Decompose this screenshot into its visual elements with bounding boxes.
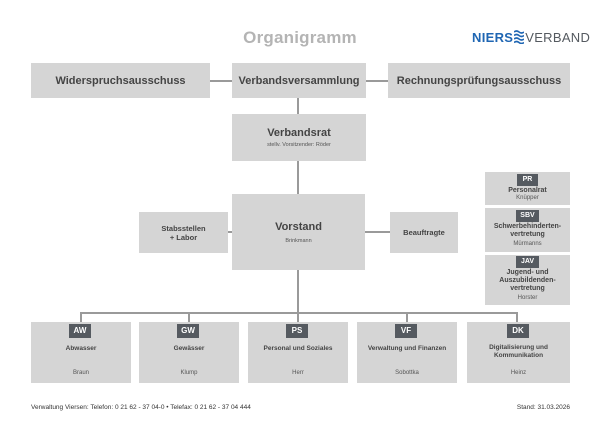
department-head: Heinz	[510, 370, 527, 376]
personalrat-title: Personalrat	[508, 187, 547, 194]
department-gewaesser: GW Gewässer Klump	[139, 322, 239, 383]
department-personal-soziales: PS Personal und Soziales Herr	[248, 322, 348, 383]
department-title: Personal und Soziales	[263, 345, 333, 352]
connector-drop-gw	[188, 312, 190, 322]
logo-text-right: VERBAND	[525, 29, 591, 45]
verbandsrat-title: Verbandsrat	[267, 127, 331, 139]
department-tag: AW	[69, 324, 91, 338]
department-title: Verwaltung und Finanzen	[367, 345, 447, 352]
jav-name: Horster	[517, 295, 538, 301]
vorstand-title: Vorstand	[275, 220, 322, 233]
verbandsversammlung-label: Verbandsversammlung	[238, 74, 360, 87]
department-title: Abwasser	[65, 345, 97, 352]
department-tag: GW	[177, 324, 199, 338]
department-head: Sobottka	[395, 370, 419, 376]
connector-rat-vorstand	[297, 161, 299, 194]
personalrat-box: PR Personalrat Knüpper	[485, 172, 570, 205]
stabsstellen-box: Stabsstellen + Labor	[139, 212, 228, 253]
beauftragte-label: Beauftragte	[403, 228, 445, 237]
rechnungspruefungsausschuss-box: Rechnungsprüfungsausschuss	[388, 63, 570, 98]
connector-drop-dk	[516, 312, 518, 322]
connector-beauftragte	[365, 231, 390, 233]
department-abwasser: AW Abwasser Braun	[31, 322, 131, 383]
sbv-title-line-2: vertretung	[510, 231, 545, 238]
department-tag: DK	[507, 324, 529, 338]
jav-title-line-1: Jugend- und	[506, 269, 549, 276]
widerspruchsausschuss-label: Widerspruchsausschuss	[55, 74, 186, 87]
vorstand-name: Brinkmann	[285, 237, 312, 244]
logo: NIERS VERBAND	[472, 28, 590, 46]
widerspruchsausschuss-box: Widerspruchsausschuss	[31, 63, 210, 98]
jav-tag: JAV	[516, 256, 539, 268]
department-digitalisierung-kommunikation: DK Digitalisierung und Kommunikation Hei…	[467, 322, 570, 383]
verbandsrat-box: Verbandsrat stellv. Vorsitzender: Röder	[232, 114, 366, 161]
connector-drop-aw	[80, 312, 82, 322]
logo-text-left: NIERS	[472, 29, 514, 45]
connector-bus-horizontal	[80, 312, 518, 314]
sbv-title-line-1: Schwerbehinderten-	[493, 223, 562, 230]
connector-versammlung-rat	[297, 98, 299, 114]
jav-title-line-3: vertretung	[510, 285, 545, 292]
connector-drop-ps	[297, 312, 299, 322]
department-tag: PS	[286, 324, 308, 338]
schwerbehindertenvertretung-box: SBV Schwerbehinderten- vertretung Mürman…	[485, 208, 570, 252]
logo-wave-icon	[514, 30, 525, 44]
personalrat-name: Knüpper	[516, 195, 539, 201]
stabsstellen-label-1: Stabsstellen	[161, 223, 206, 233]
personalrat-tag: PR	[517, 174, 538, 186]
verbandsrat-subtitle: stellv. Vorsitzender: Röder	[267, 142, 331, 148]
jav-title-line-2: Auszubildenden-	[499, 277, 556, 284]
connector-drop-vf	[406, 312, 408, 322]
department-tag: VF	[395, 324, 417, 338]
sbv-name: Mürmanns	[513, 241, 542, 247]
verbandsversammlung-box: Verbandsversammlung	[232, 63, 366, 98]
department-title-line-1: Digitalisierung und	[489, 344, 548, 351]
footer-date: Stand: 31.03.2026	[516, 404, 570, 411]
rechnungspruefungsausschuss-label: Rechnungsprüfungsausschuss	[396, 74, 562, 87]
jugendvertretung-box: JAV Jugend- und Auszubildenden- vertretu…	[485, 255, 570, 305]
connector-top-left	[210, 80, 232, 82]
footer-contact: Verwaltung Viersen: Telefon: 0 21 62 - 3…	[31, 404, 251, 411]
stabsstellen-label-2: + Labor	[169, 232, 198, 242]
vorstand-box: Vorstand Brinkmann	[232, 194, 365, 270]
department-verwaltung-finanzen: VF Verwaltung und Finanzen Sobottka	[357, 322, 457, 383]
beauftragte-box: Beauftragte	[390, 212, 458, 253]
sbv-tag: SBV	[516, 210, 539, 222]
department-head: Klump	[180, 370, 198, 376]
department-title-line-2: Kommunikation	[493, 352, 544, 359]
department-title: Gewässer	[173, 345, 205, 352]
connector-top-right	[366, 80, 388, 82]
department-head: Braun	[72, 370, 89, 376]
page-title: Organigramm	[243, 28, 357, 47]
connector-stabsstellen	[228, 231, 234, 233]
connector-vorstand-bus	[297, 270, 299, 313]
department-head: Herr	[292, 370, 304, 376]
